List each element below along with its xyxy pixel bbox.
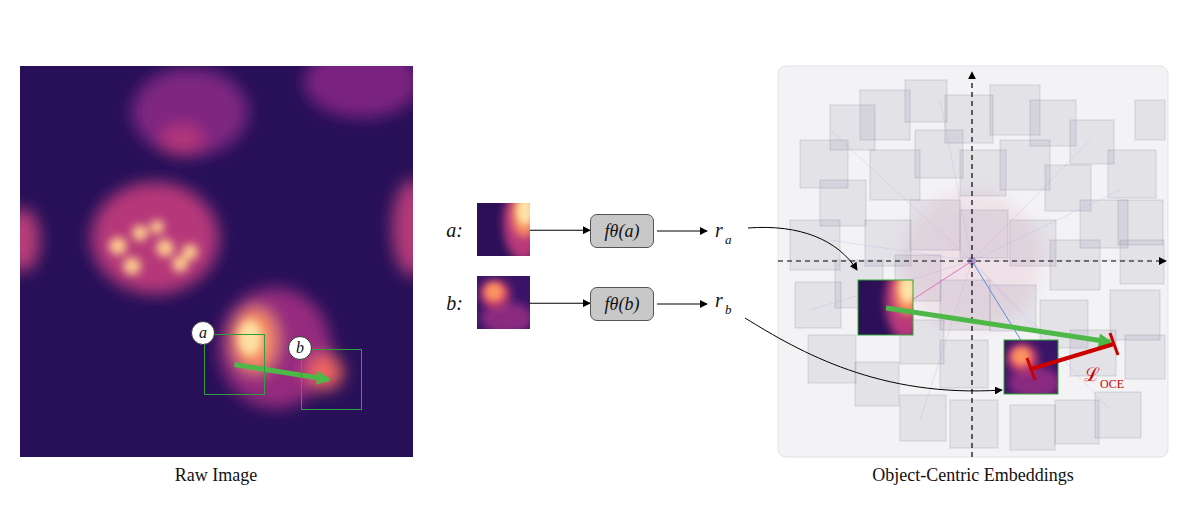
callout-circle: a: [191, 321, 215, 345]
annotated-crop-box: a: [204, 334, 265, 395]
embedding-panel: [778, 66, 1168, 457]
patch-image: [477, 203, 530, 256]
panel-caption: Object-Centric Embeddings: [872, 465, 1073, 487]
connector-arrow: [530, 230, 590, 231]
subscript: a: [725, 232, 732, 248]
leader-arrows: [657, 227, 1002, 391]
patch-label: a:: [446, 218, 463, 242]
encoder-label: fθ(b): [605, 293, 640, 315]
connector-arrow: [235, 365, 329, 380]
subscript: OCE: [1100, 377, 1124, 391]
encoder-box: fθ(a): [590, 214, 654, 248]
annotated-crop-box: b: [301, 349, 362, 410]
encoder-box: fθ(b): [590, 287, 654, 321]
representation-symbol: r: [715, 218, 723, 242]
raw-image: [20, 66, 413, 457]
panel-caption: Raw Image: [175, 465, 257, 487]
representation-symbol: r: [715, 288, 723, 312]
subscript: b: [725, 302, 732, 318]
callout-circle: b: [288, 336, 312, 360]
patch-label: b:: [446, 291, 463, 315]
image-patch: b:: [477, 276, 530, 329]
connector-arrow: [530, 303, 590, 304]
loss-symbol: ℒ: [1084, 364, 1100, 387]
encoder-label: fθ(a): [605, 220, 640, 242]
image-patch: a:: [477, 203, 530, 256]
patch-image: [477, 276, 530, 329]
